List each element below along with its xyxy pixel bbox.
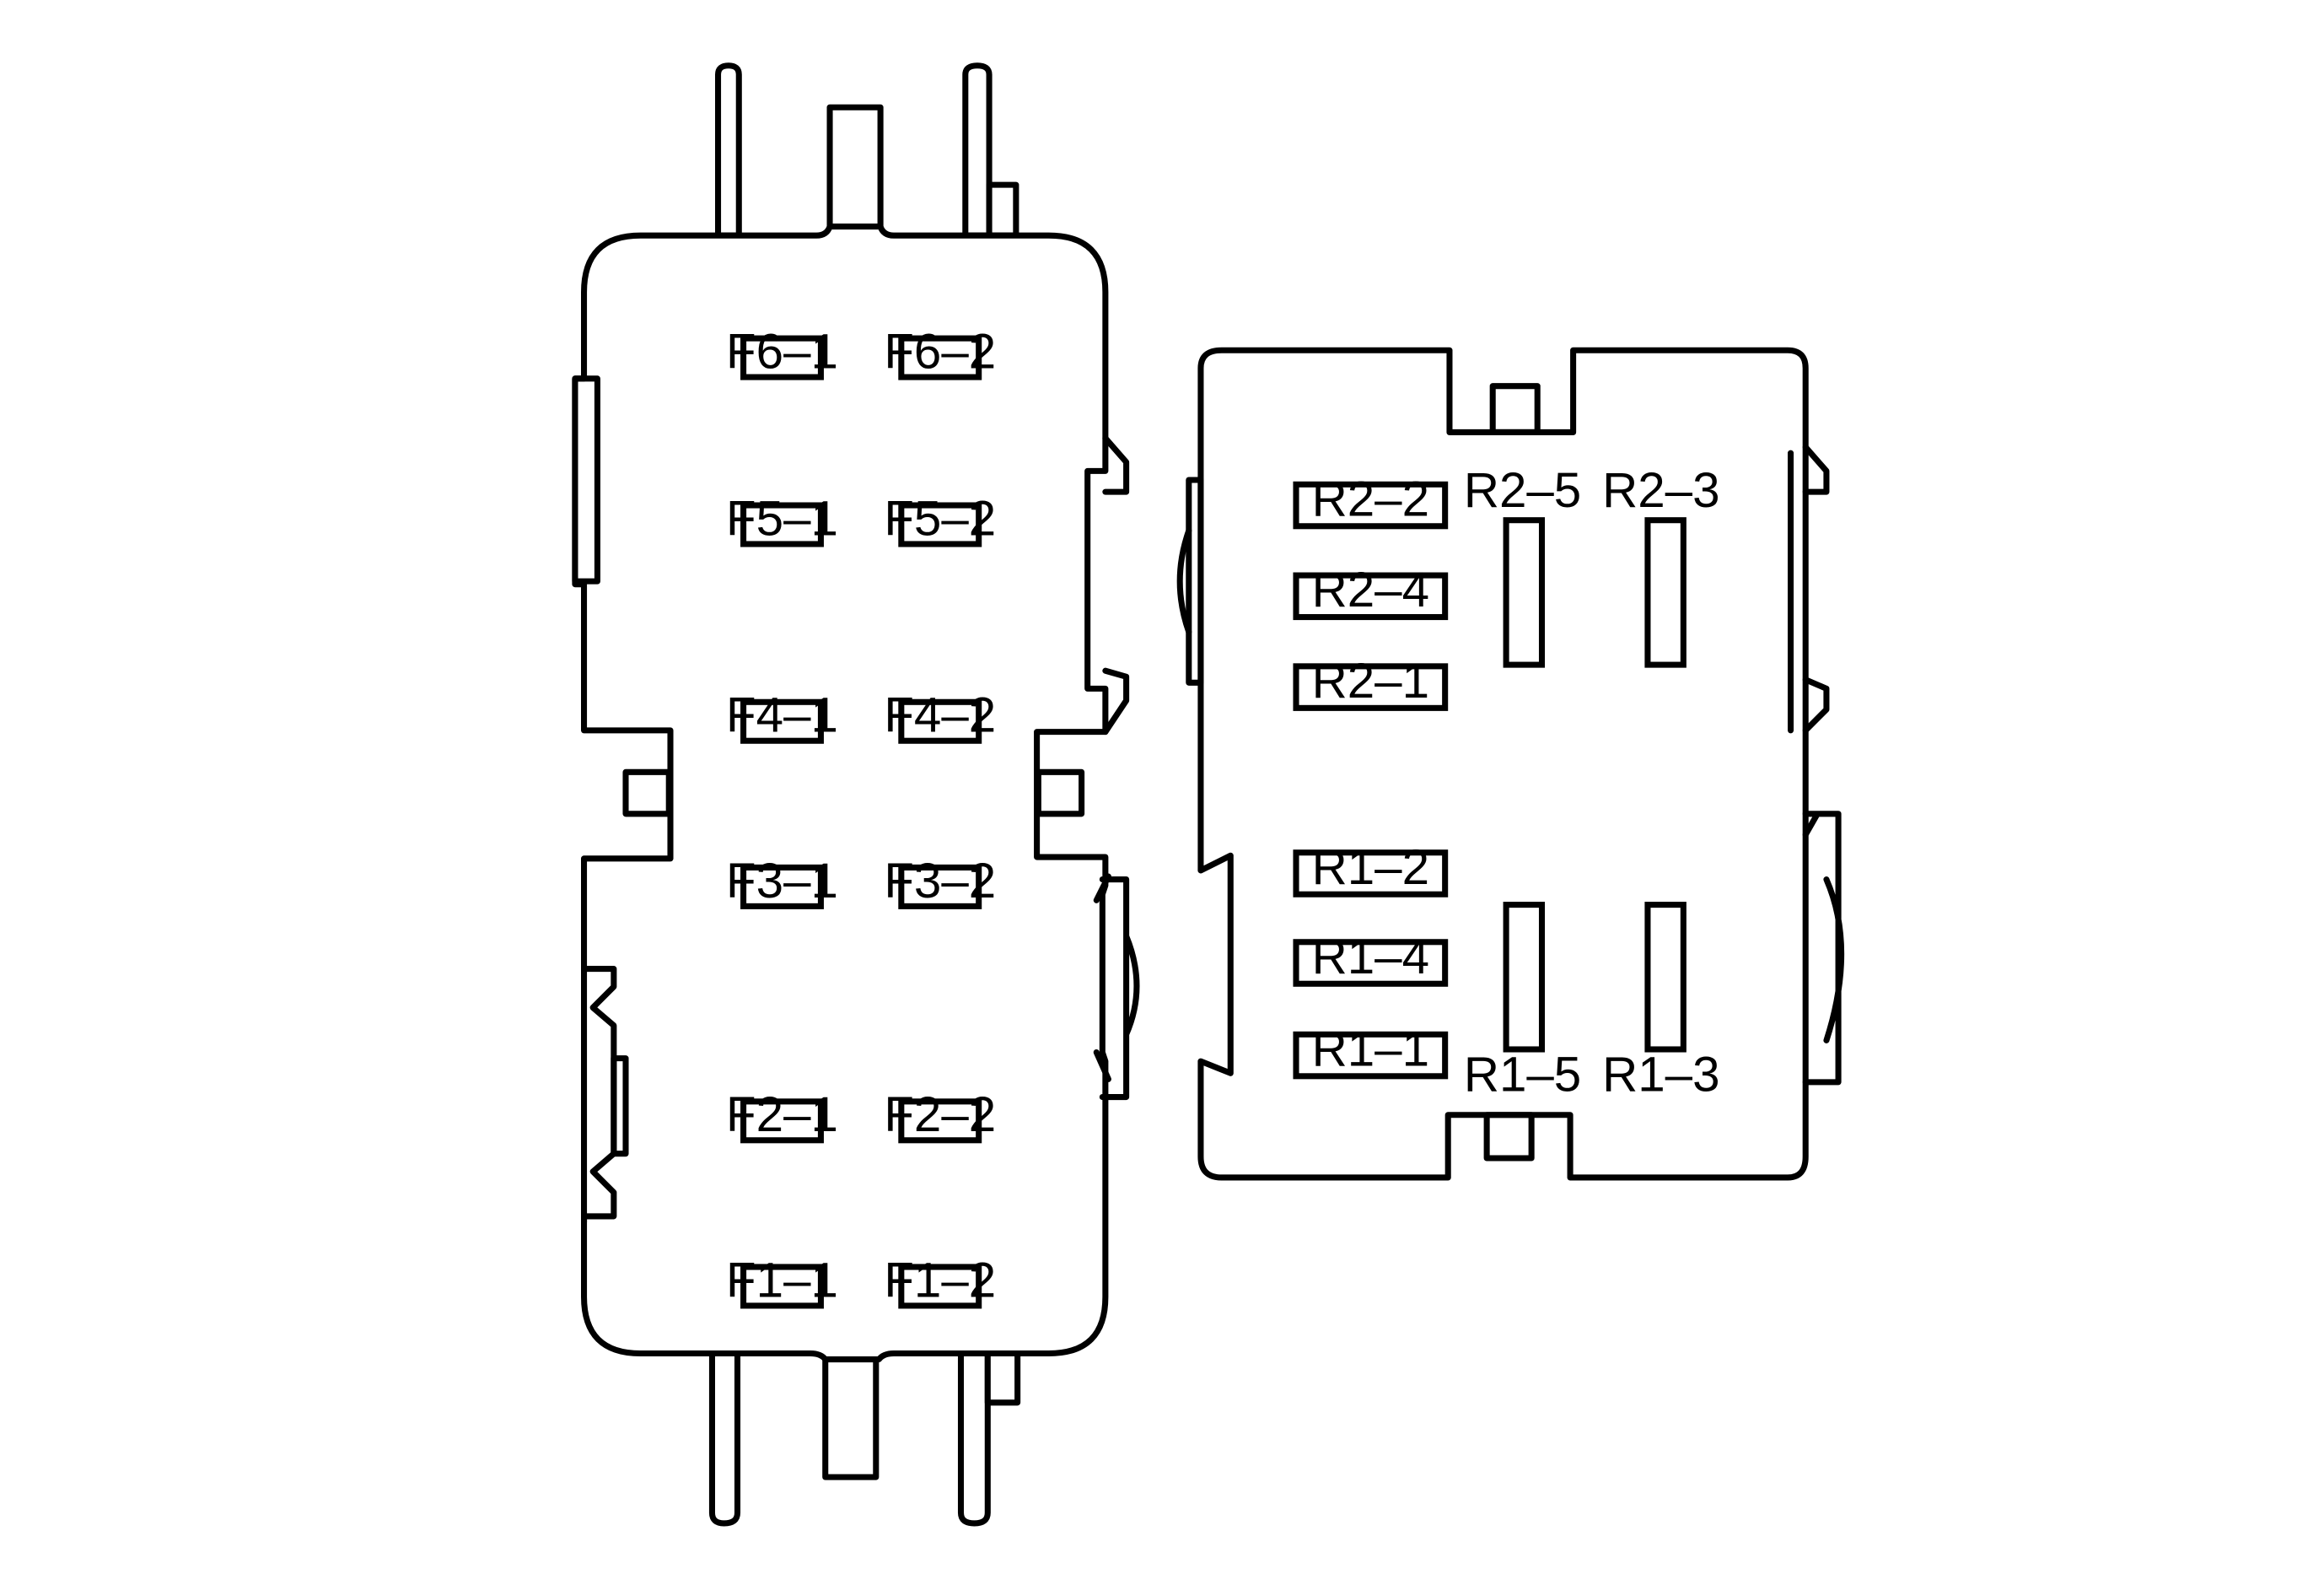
- label-text-f5-2: F5–2: [884, 491, 996, 546]
- label-text-r1-2: R1–2: [1312, 840, 1429, 895]
- front-right-lower-latch: [1093, 873, 1140, 1101]
- rear-labels: R2–2R2–4R2–1R1–2R1–4R1–1 R2–5 R2–3R1–5 R1–3: [1293, 463, 1720, 1102]
- label-text-r1-3: R1–3: [1602, 1047, 1719, 1102]
- label-text-r2-4: R2–4: [1312, 563, 1429, 617]
- label-text-r2-3: R2–3: [1602, 463, 1719, 518]
- label-text-f1-1: F1–1: [726, 1253, 838, 1307]
- front-left-rail: [572, 375, 600, 585]
- front-left-clip: [622, 768, 672, 817]
- label-box-f6-2: [898, 335, 982, 380]
- label-box-f5-1: [740, 502, 824, 547]
- label-text-r2-5: R2–5: [1464, 463, 1581, 518]
- rear-slot-r1-5: [1503, 902, 1546, 1053]
- label-box-f4-2: [898, 698, 982, 744]
- label-text-f2-2: F2–2: [884, 1087, 996, 1142]
- label-box-f3-1: [740, 864, 824, 909]
- rear-left-rail: [1186, 477, 1204, 686]
- label-text-r1-4: R1–4: [1312, 930, 1429, 984]
- front-left-bar: [611, 1055, 629, 1157]
- label-box-r1-1: [1293, 1031, 1449, 1080]
- label-f4-2: F4–2: [884, 688, 996, 744]
- label-box-r1-2: [1293, 849, 1449, 898]
- label-box-f5-2: [898, 502, 982, 547]
- label-f6-2: F6–2: [884, 324, 996, 380]
- label-f5-1: F5–1: [726, 491, 838, 547]
- rear-slot-r2-5: [1503, 517, 1546, 668]
- label-box-f6-1: [740, 335, 824, 380]
- label-text-f3-1: F3–1: [726, 854, 838, 908]
- label-box-f1-1: [740, 1264, 824, 1309]
- front-connector-block: F6–1 F6–2F5–1 F5–2F4–1 F4–2F3–1 F3–2F2–1 F2–2…: [572, 62, 1140, 1527]
- front-top-tab: [986, 181, 1019, 239]
- label-box-f4-1: [740, 698, 824, 744]
- front-right-clip: [1035, 768, 1085, 817]
- rear-connector-block: R2–2R2–4R2–1R1–2R1–4R1–1 R2–5 R2–3R1–5 R1–3: [1176, 347, 1845, 1181]
- label-r2-4: R2–4: [1293, 563, 1449, 621]
- label-text-f1-2: F1–2: [884, 1253, 996, 1307]
- label-text-f6-1: F6–1: [726, 324, 838, 379]
- front-bottom-tab: [984, 1345, 1021, 1406]
- label-text-f2-1: F2–1: [726, 1087, 838, 1142]
- rear-bottom-tab: [1483, 1112, 1535, 1162]
- label-box-r2-4: [1293, 572, 1449, 621]
- label-r2-2: R2–2: [1293, 472, 1449, 530]
- rear-right-upper-latch: [1788, 444, 1830, 734]
- rear-right-lower-latch: [1802, 811, 1845, 1086]
- label-f4-1: F4–1: [726, 688, 838, 744]
- label-box-f2-1: [740, 1098, 824, 1144]
- label-text-r1-5: R1–5: [1464, 1047, 1581, 1102]
- label-r2-1: R2–1: [1293, 654, 1449, 711]
- label-r1-1: R1–1: [1293, 1021, 1449, 1080]
- label-f2-2: F2–2: [884, 1087, 996, 1144]
- front-bottom-pin-left: [708, 1345, 741, 1527]
- label-text-f6-2: F6–2: [884, 324, 996, 379]
- label-text-r2-2: R2–2: [1312, 472, 1429, 526]
- front-top-pin-left: [715, 62, 742, 239]
- label-text-f5-1: F5–1: [726, 491, 838, 546]
- front-top-pin-right: [962, 62, 993, 239]
- label-text-f4-2: F4–2: [884, 688, 996, 743]
- label-text-r1-1: R1–1: [1312, 1021, 1429, 1076]
- label-r1-2: R1–2: [1293, 840, 1449, 898]
- rear-slot-r2-3: [1644, 517, 1687, 668]
- label-box-r2-1: [1293, 663, 1449, 711]
- rear-top-tab: [1489, 383, 1541, 435]
- label-f3-1: F3–1: [726, 854, 838, 909]
- front-block-body: [572, 224, 1109, 1363]
- label-box-f2-2: [898, 1098, 982, 1144]
- label-text-r2-1: R2–1: [1312, 654, 1429, 709]
- label-f6-1: F6–1: [726, 324, 838, 380]
- front-right-upper-latch: [1102, 434, 1130, 736]
- front-labels: F6–1 F6–2F5–1 F5–2F4–1 F4–2F3–1 F3–2F2–1 F2–2…: [726, 324, 996, 1309]
- label-box-f1-2: [898, 1264, 982, 1309]
- rear-left-bulge: [1176, 527, 1192, 635]
- front-bottom-latch: [822, 1345, 880, 1480]
- rear-slot-r1-3: [1644, 902, 1687, 1053]
- label-f2-1: F2–1: [726, 1087, 838, 1144]
- label-box-r2-2: [1293, 481, 1449, 530]
- label-f1-1: F1–1: [726, 1253, 838, 1309]
- label-f5-2: F5–2: [884, 491, 996, 547]
- label-box-f3-2: [898, 864, 982, 909]
- label-f3-2: F3–2: [884, 854, 996, 909]
- front-bottom-pin-right: [957, 1345, 991, 1527]
- label-text-f4-1: F4–1: [726, 688, 838, 743]
- label-box-r1-4: [1293, 939, 1449, 987]
- label-text-f3-2: F3–2: [884, 854, 996, 908]
- front-top-latch: [826, 104, 884, 242]
- label-f1-2: F1–2: [884, 1253, 996, 1309]
- label-r1-4: R1–4: [1293, 930, 1449, 987]
